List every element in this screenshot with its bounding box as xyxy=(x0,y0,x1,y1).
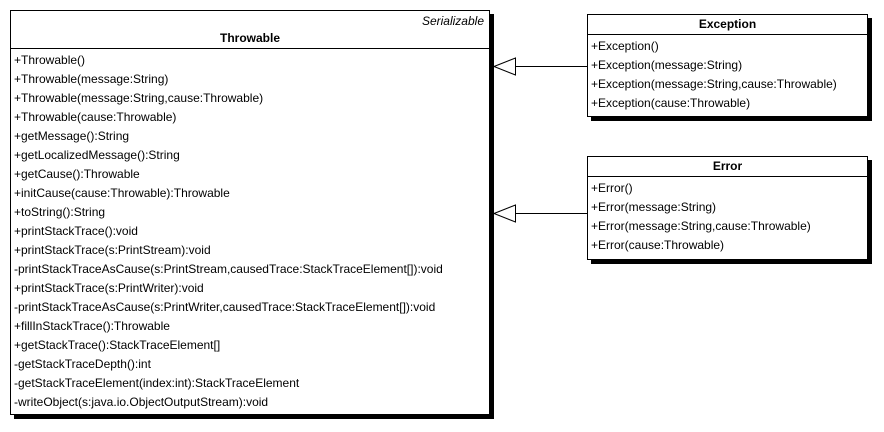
method-item: +initCause(cause:Throwable):Throwable xyxy=(14,186,230,200)
method-list-error: +Error() +Error(message:String) +Error(mes… xyxy=(588,177,867,255)
method-item: +Exception(message:String,cause:Throwabl… xyxy=(591,77,837,91)
class-title-error: Error xyxy=(712,159,743,173)
method-item: -printStackTraceAsCause(s:PrintWriter,ca… xyxy=(14,300,436,314)
method-item: +Error(cause:Throwable) xyxy=(591,238,725,252)
method-item: +Error(message:String) xyxy=(591,200,717,214)
hollow-triangle-arrowhead-icon xyxy=(492,204,516,223)
method-item: +Throwable(message:String) xyxy=(14,72,169,86)
method-item: +printStackTrace(s:PrintWriter):void xyxy=(14,281,204,295)
method-item: +toString():String xyxy=(14,205,106,219)
method-item: +Exception(cause:Throwable) xyxy=(591,96,751,110)
hollow-triangle-arrowhead-icon xyxy=(492,57,516,76)
class-header-error: Error xyxy=(588,157,867,177)
method-item: +Exception() xyxy=(591,39,659,53)
method-item: +getStackTrace():StackTraceElement[] xyxy=(14,338,221,352)
class-title-exception: Exception xyxy=(698,17,757,31)
method-item: -getStackTraceElement(index:int):StackTr… xyxy=(14,376,300,390)
class-header-throwable: Serializable Throwable xyxy=(11,11,489,49)
method-item: +printStackTrace(s:PrintStream):void xyxy=(14,243,211,257)
method-item: +Error() xyxy=(591,181,633,195)
class-box-error[interactable]: Error +Error()+Error(message:String)+Err… xyxy=(587,156,868,260)
method-item: +fillInStackTrace():Throwable xyxy=(14,319,170,333)
class-header-exception: Exception xyxy=(588,15,867,35)
method-item: -printStackTraceAsCause(s:PrintStream,ca… xyxy=(14,262,443,276)
method-item: +getCause():Throwable xyxy=(14,167,140,181)
method-item: +Throwable() xyxy=(14,53,86,67)
method-item: +getMessage():String xyxy=(14,129,130,143)
method-item: +Throwable(message:String,cause:Throwabl… xyxy=(14,91,264,105)
interface-stereotype-serializable: Serializable xyxy=(421,14,484,28)
class-box-exception[interactable]: Exception +Exception() +Exception(message… xyxy=(587,14,868,117)
generalization-arrow-exception-to-throwable[interactable] xyxy=(492,57,588,76)
method-item: -writeObject(s:java.io.ObjectOutputStrea… xyxy=(14,395,269,409)
method-list-throwable: +Throwable() +Throwable(message:String) +T… xyxy=(11,49,489,412)
generalization-arrow-error-to-throwable[interactable] xyxy=(492,204,588,223)
class-box-throwable[interactable]: Serializable Throwable +Throwable()+Thro… xyxy=(10,10,490,415)
method-item: +Exception(message:String) xyxy=(591,58,743,72)
method-item: +Throwable(cause:Throwable) xyxy=(14,110,177,124)
method-item: +getLocalizedMessage():String xyxy=(14,148,180,162)
class-title-throwable: Throwable xyxy=(219,31,280,45)
method-item: +Error(message:String,cause:Throwable) xyxy=(591,219,811,233)
method-list-exception: +Exception() +Exception(message:String) +E… xyxy=(588,35,867,113)
method-item: +printStackTrace():void xyxy=(14,224,138,238)
method-item: -getStackTraceDepth():int xyxy=(14,357,151,371)
